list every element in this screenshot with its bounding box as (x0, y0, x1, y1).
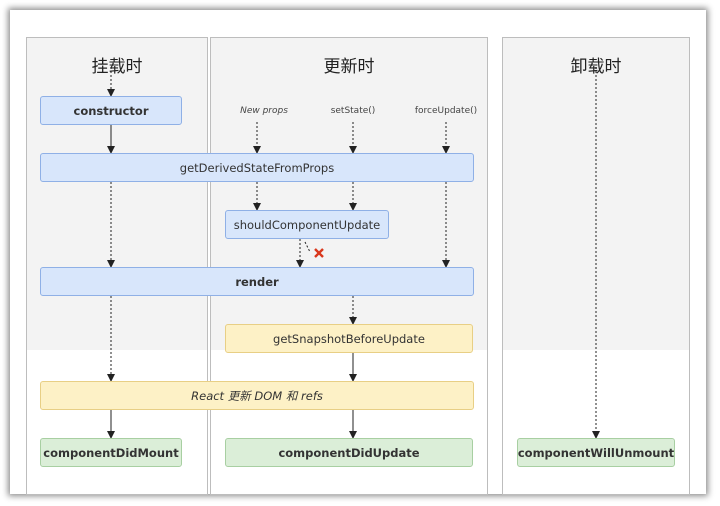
component-will-unmount-box: componentWillUnmount (517, 438, 675, 467)
mounting-title: 挂载时 (91, 57, 143, 77)
flow-arrows (107, 67, 600, 439)
trigger-force-update: forceUpdate() (414, 106, 478, 116)
updating-column: 更新时 (210, 37, 488, 495)
trigger-set-state: setState() (330, 106, 376, 116)
trigger-new-props: New props (240, 106, 288, 116)
should-component-update-box: shouldComponentUpdate (225, 210, 389, 239)
updating-title: 更新时 (323, 57, 375, 77)
unmounting-column: 卸载时 (502, 37, 690, 495)
cancel-x-icon (314, 248, 324, 258)
render-box: render (40, 267, 474, 296)
constructor-box: constructor (40, 96, 182, 125)
react-update-dom-box: React 更新 DOM 和 refs (40, 381, 474, 410)
component-did-update-box: componentDidUpdate (225, 438, 473, 467)
arrow-should-cancel (304, 241, 311, 253)
get-derived-state-box: getDerivedStateFromProps (40, 153, 474, 182)
diagram-frame: 挂载时 更新时 卸载时 New props setState() forceUp… (10, 10, 706, 495)
get-snapshot-box: getSnapshotBeforeUpdate (225, 324, 473, 353)
component-did-mount-box: componentDidMount (40, 438, 182, 467)
